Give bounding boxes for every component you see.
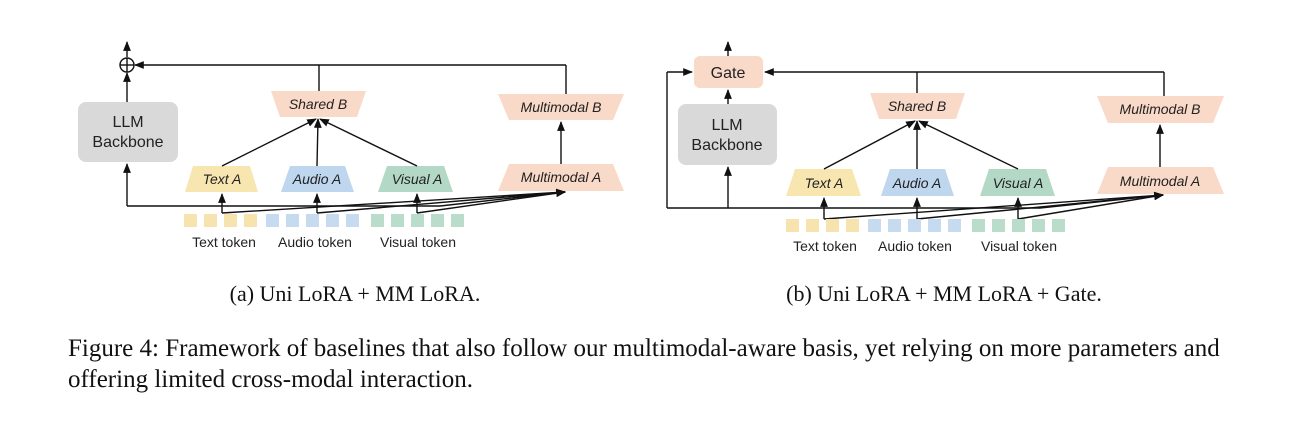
backbone-label-line2: Backbone <box>691 137 762 154</box>
visual-a-trapezoid <box>378 166 453 192</box>
gate-box <box>694 56 763 88</box>
llm-backbone-box <box>78 102 178 162</box>
audio-tokens <box>868 219 961 232</box>
multimodal-b-label: Multimodal B <box>521 99 602 115</box>
visual-a-label: Visual A <box>993 175 1044 191</box>
audio-tokens <box>266 214 359 227</box>
multimodal-a-label: Multimodal A <box>521 169 601 185</box>
audio-token-label: Audio token <box>878 238 952 254</box>
figure-caption: Figure 4: Framework of baselines that al… <box>68 335 1220 393</box>
multimodal-b-label: Multimodal B <box>1120 101 1201 117</box>
shared-b-trapezoid <box>870 93 965 119</box>
backbone-label-line2: Backbone <box>92 134 163 151</box>
visual-tokens <box>371 214 464 227</box>
visual-a-trapezoid <box>980 169 1055 196</box>
text-a-label: Text A <box>805 175 844 191</box>
shared-b-label: Shared B <box>289 96 347 112</box>
visual-tokens <box>972 219 1065 232</box>
audio-a-label: Audio A <box>292 171 342 187</box>
panel-b-caption: (b) Uni LoRA + MM LoRA + Gate. <box>786 281 1102 306</box>
text-tokens <box>786 219 859 232</box>
text-tokens <box>184 214 257 227</box>
multimodal-a-label: Multimodal A <box>1120 173 1200 189</box>
text-token-label: Text token <box>192 234 256 250</box>
gate-label: Gate <box>711 65 746 82</box>
audio-a-trapezoid <box>881 169 954 196</box>
visual-a-label: Visual A <box>392 171 443 187</box>
visual-token-label: Visual token <box>981 238 1057 254</box>
circle-plus-icon <box>119 57 135 73</box>
multimodal-a-trapezoid <box>498 164 624 191</box>
shared-b-trapezoid <box>271 91 366 117</box>
panel-a: LLM Backbone Shared B Multimodal B Multi… <box>78 41 624 306</box>
multimodal-b-trapezoid <box>1097 96 1224 123</box>
visual-token-label: Visual token <box>380 234 456 250</box>
text-a-label: Text A <box>203 171 242 187</box>
llm-backbone-box <box>678 104 777 165</box>
panel-a-caption: (a) Uni LoRA + MM LoRA. <box>230 281 481 306</box>
audio-a-trapezoid <box>281 166 354 192</box>
multimodal-b-trapezoid <box>498 94 624 120</box>
text-a-trapezoid <box>786 169 861 196</box>
backbone-label-line1: LLM <box>112 114 143 131</box>
shared-b-label: Shared B <box>888 98 946 114</box>
audio-token-label: Audio token <box>278 234 352 250</box>
multimodal-a-trapezoid <box>1097 167 1224 194</box>
framework-figure: LLM Backbone Shared B Multimodal B Multi… <box>78 41 1224 306</box>
text-token-label: Text token <box>793 238 857 254</box>
audio-a-label: Audio A <box>892 175 942 191</box>
panel-b: Gate LLM Backbone Shared B Multimodal B … <box>666 41 1224 306</box>
text-a-trapezoid <box>185 166 258 192</box>
backbone-label-line1: LLM <box>711 117 742 134</box>
